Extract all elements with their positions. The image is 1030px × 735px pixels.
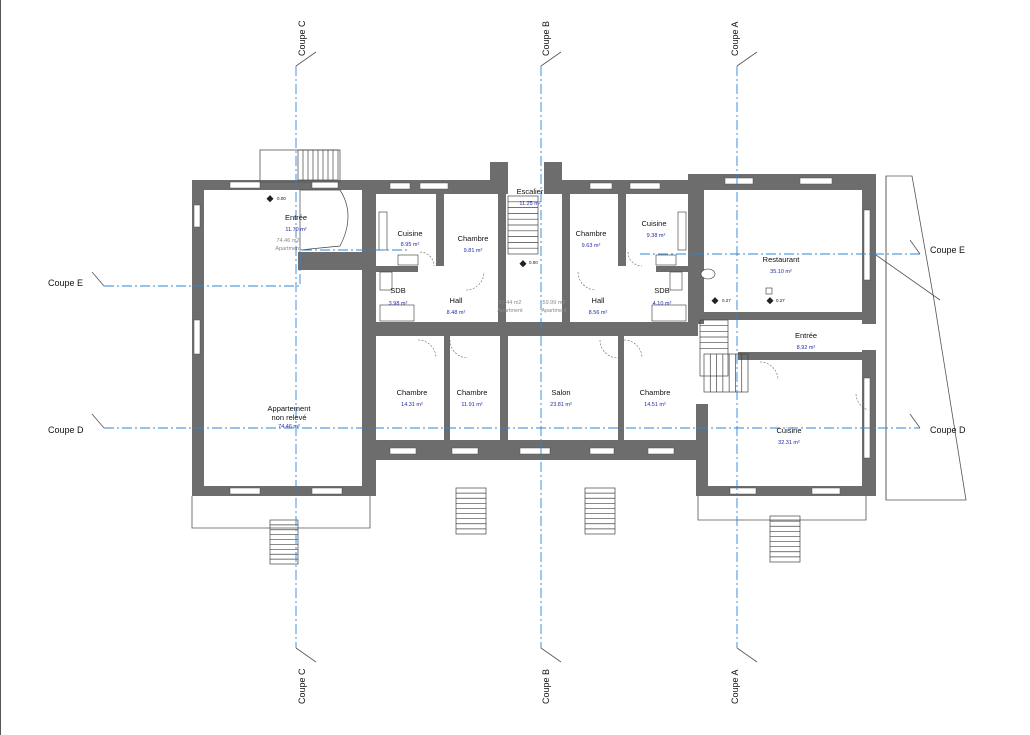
room-area-hall-left: 8.48 m²: [447, 310, 466, 316]
section-label-e-left: Coupe E: [48, 278, 83, 288]
room-area-escalier: 11.25 m²: [519, 201, 540, 207]
room-name-chambre-2: Chambre: [576, 229, 607, 238]
room-labels: Entrée 11.70 m² 74.46 m2 Apartment Appar…: [268, 187, 818, 446]
room-name-chambre-1: Chambre: [458, 234, 489, 243]
room-name-escalier: Escalier: [517, 187, 544, 196]
exterior-elements: [191, 149, 967, 529]
room-name-cuisine-left: Cuisine: [397, 229, 422, 238]
room-area-salon: 23.81 m²: [550, 402, 572, 408]
room-name-cuisine-right: Cuisine: [776, 426, 801, 435]
room-name-appartement-2: non relevé: [271, 413, 306, 422]
section-lines: [91, 51, 921, 663]
room-name-hall-right: Hall: [592, 296, 605, 305]
room-area-chambre-2: 9.63 m²: [582, 243, 601, 249]
windows: [193, 177, 871, 495]
section-label-a-bottom: Coupe A: [730, 669, 740, 704]
room-name-chambre-5: Chambre: [640, 388, 671, 397]
fixtures: [378, 211, 773, 322]
room-name-salon: Salon: [551, 388, 570, 397]
level-marker-icon: [519, 260, 527, 268]
section-label-b-top: Coupe B: [541, 21, 551, 56]
exterior-stairs: [269, 149, 801, 565]
level-restaurant-2: 0.27: [776, 298, 785, 303]
apartment-label-2: Apartment: [497, 308, 523, 314]
room-name-restaurant: Restaurant: [763, 255, 801, 264]
room-area-cuisine-mid: 9.38 m²: [647, 233, 666, 239]
apartment-label-1: Apartment: [275, 246, 301, 252]
room-name-entree-right: Entrée: [795, 331, 817, 340]
doors: [417, 251, 869, 411]
apartment-area-2: 57.44 m2: [499, 300, 522, 306]
level-markers: 0.00 0.00 0.27 0.27: [266, 195, 785, 305]
section-label-d-right: Coupe D: [930, 425, 966, 435]
level-marker-icon: [266, 195, 274, 203]
apartment-area-3: 59.99 m2: [543, 300, 566, 306]
room-area-chambre-4: 11.91 m²: [461, 402, 482, 408]
section-label-b-bottom: Coupe B: [541, 669, 551, 704]
section-label-a-top: Coupe A: [730, 21, 740, 56]
apartment-label-3: Apartment: [541, 308, 567, 314]
room-name-entree-left: Entrée: [285, 213, 307, 222]
room-area-sdb-right: 4.10 m²: [653, 301, 672, 307]
interior-stairs: [299, 189, 749, 393]
stair-treads: [270, 150, 800, 560]
room-area-chambre-5: 14.51 m²: [644, 402, 666, 408]
room-name-chambre-3: Chambre: [397, 388, 428, 397]
level-entree: 0.00: [277, 196, 286, 201]
room-area-cuisine-left: 8.95 m²: [401, 242, 420, 248]
level-marker-icon: [711, 297, 719, 305]
room-name-sdb-left: SDB: [390, 286, 405, 295]
room-area-cuisine-right: 32.31 m²: [778, 440, 800, 446]
room-area-chambre-3: 14.31 m²: [401, 402, 423, 408]
section-label-c-top: Coupe C: [297, 20, 307, 56]
room-name-hall-left: Hall: [450, 296, 463, 305]
apartment-area-1: 74.46 m2: [277, 238, 300, 244]
section-label-e-right: Coupe E: [930, 245, 965, 255]
level-marker-icon: [766, 297, 774, 305]
room-area-entree-right: 8.92 m²: [797, 345, 816, 351]
room-name-appartement: Appartement: [268, 404, 312, 413]
room-area-entree-left: 11.70 m²: [285, 227, 306, 233]
room-area-sdb-left: 3.98 m²: [389, 301, 408, 307]
room-area-hall-right: 8.56 m²: [589, 310, 608, 316]
section-label-d-left: Coupe D: [48, 425, 84, 435]
room-area-chambre-1: 9.81 m²: [464, 248, 483, 254]
walls: [192, 162, 876, 496]
room-name-chambre-4: Chambre: [457, 388, 488, 397]
level-escalier: 0.00: [529, 260, 538, 265]
room-area-appartement: 74.46 m²: [278, 424, 300, 430]
room-name-sdb-right: SDB: [654, 286, 669, 295]
room-area-restaurant: 35.10 m²: [770, 269, 792, 275]
level-restaurant-1: 0.27: [722, 298, 731, 303]
section-label-c-bottom: Coupe C: [297, 668, 307, 704]
room-name-cuisine-mid: Cuisine: [641, 219, 666, 228]
